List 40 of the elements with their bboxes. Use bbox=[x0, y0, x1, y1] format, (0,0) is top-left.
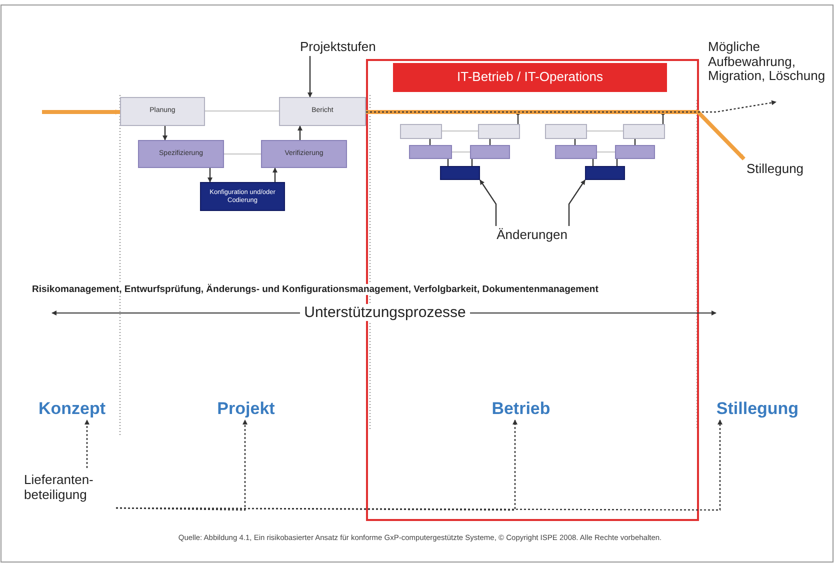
process-box bbox=[545, 124, 587, 139]
arrow bbox=[162, 126, 168, 140]
flow-arrow bbox=[42, 110, 120, 114]
arrow bbox=[84, 420, 90, 468]
process-box bbox=[470, 145, 510, 159]
connector-line bbox=[452, 151, 470, 153]
text-label: Mögliche Aufbewahrung, Migration, Löschung bbox=[708, 22, 828, 102]
leader-line bbox=[568, 180, 586, 226]
connector-line bbox=[597, 151, 615, 153]
text-label: Stillegung bbox=[735, 159, 815, 179]
connector-line bbox=[224, 153, 261, 155]
arrow bbox=[298, 126, 302, 140]
text-label: Lieferanten-beteiligung bbox=[24, 468, 116, 508]
arrow bbox=[116, 420, 722, 511]
process-box bbox=[623, 124, 665, 139]
leader-line bbox=[308, 56, 312, 98]
phase-label: Betrieb bbox=[478, 398, 564, 420]
leader-line bbox=[480, 180, 497, 226]
arrow bbox=[366, 100, 776, 113]
process-box bbox=[400, 124, 442, 139]
connector-line bbox=[587, 130, 623, 132]
text-label: Änderungen bbox=[482, 226, 582, 244]
phase-label: Stillegung bbox=[700, 398, 815, 420]
connector-line bbox=[442, 130, 478, 132]
arrow bbox=[208, 168, 212, 182]
connector-line bbox=[205, 110, 279, 112]
process-list: Risikomanagement, Entwurfsprüfung, Änderungs- und Konfigurationsmanagement, Verfolgbarkeit, Dokumentenmanagement bbox=[30, 284, 600, 295]
flow-arrow bbox=[366, 110, 746, 160]
process-box bbox=[440, 166, 480, 180]
process-box bbox=[615, 145, 655, 159]
section-label: Unterstützungsprozesse bbox=[300, 304, 470, 321]
process-box bbox=[585, 166, 625, 180]
text-label: Projektstufen bbox=[300, 38, 390, 56]
phase-label: Konzept bbox=[28, 398, 116, 420]
phase-label: Projekt bbox=[205, 398, 287, 420]
process-box bbox=[409, 145, 452, 159]
process-box bbox=[478, 124, 520, 139]
header-band: IT-Betrieb / IT-Operations bbox=[393, 63, 667, 92]
process-box bbox=[555, 145, 597, 159]
arrow bbox=[272, 168, 278, 182]
